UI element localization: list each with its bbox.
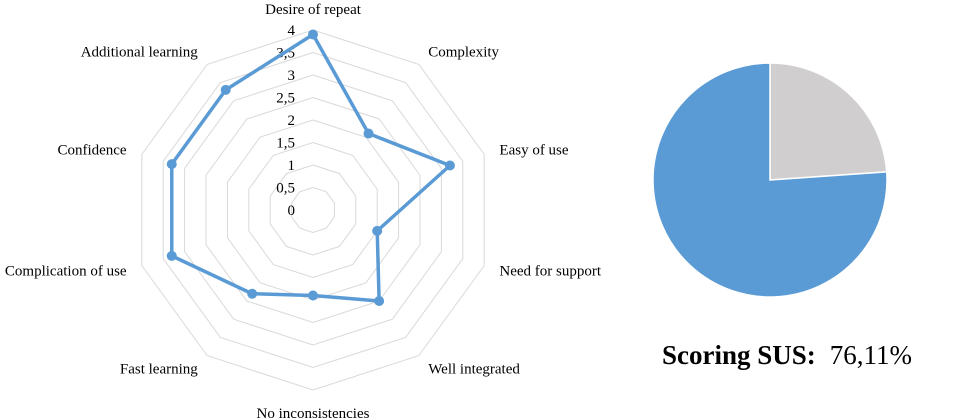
radar-point <box>166 159 177 170</box>
radar-point <box>363 128 374 139</box>
radar-tick-label: 2,5 <box>276 91 295 107</box>
radar-grid-ring <box>184 74 442 346</box>
radar-point <box>308 290 318 301</box>
radar-axis-label: Complication of use <box>5 264 127 280</box>
pie-slice-remainder <box>769 62 888 181</box>
radar-tick-label: 0,5 <box>276 181 295 197</box>
radar-axis-label: Desire of repeat <box>265 2 362 18</box>
radar-axis-label: Confidence <box>57 142 126 158</box>
pie-slice-score <box>652 62 888 298</box>
radar-tick-label: 1 <box>288 158 296 174</box>
radar-point <box>374 296 385 307</box>
radar-axis-label: No inconsistencies <box>257 406 370 418</box>
radar-tick-label: 3 <box>288 68 296 84</box>
radar-point <box>166 250 177 261</box>
radar-tick-label: 2 <box>288 113 296 129</box>
radar-axis-label: Easy of use <box>499 142 568 158</box>
radar-tick-label: 4 <box>288 23 296 39</box>
sus-score: Scoring SUS: 76,11% <box>662 340 912 371</box>
radar-point <box>372 225 383 236</box>
radar-point <box>308 29 318 40</box>
radar-point <box>444 160 455 171</box>
radar-tick-label: 0 <box>288 203 296 219</box>
radar-grid-ring <box>291 186 335 234</box>
pie-chart <box>652 62 888 298</box>
radar-grid-ring <box>141 29 485 391</box>
radar-grid-ring <box>248 141 378 279</box>
sus-score-label: Scoring SUS: <box>662 340 816 370</box>
radar-grid-ring <box>226 119 400 301</box>
radar-grid-ring <box>162 51 464 369</box>
radar-tick-label: 1,5 <box>276 136 295 152</box>
radar-axis-label: Fast learning <box>120 362 198 378</box>
radar-grid <box>141 29 485 391</box>
radar-axis-label: Well integrated <box>428 362 520 378</box>
radar-axis-label: Complexity <box>428 44 499 60</box>
radar-point <box>220 84 231 95</box>
radar-grid-ring <box>205 96 421 324</box>
radar-point <box>247 288 258 299</box>
radar-grid-ring <box>269 164 357 256</box>
radar-axis-label: Need for support <box>499 264 601 280</box>
radar-axis-label: Additional learning <box>81 44 199 60</box>
sus-score-value: 76,11% <box>829 340 913 370</box>
